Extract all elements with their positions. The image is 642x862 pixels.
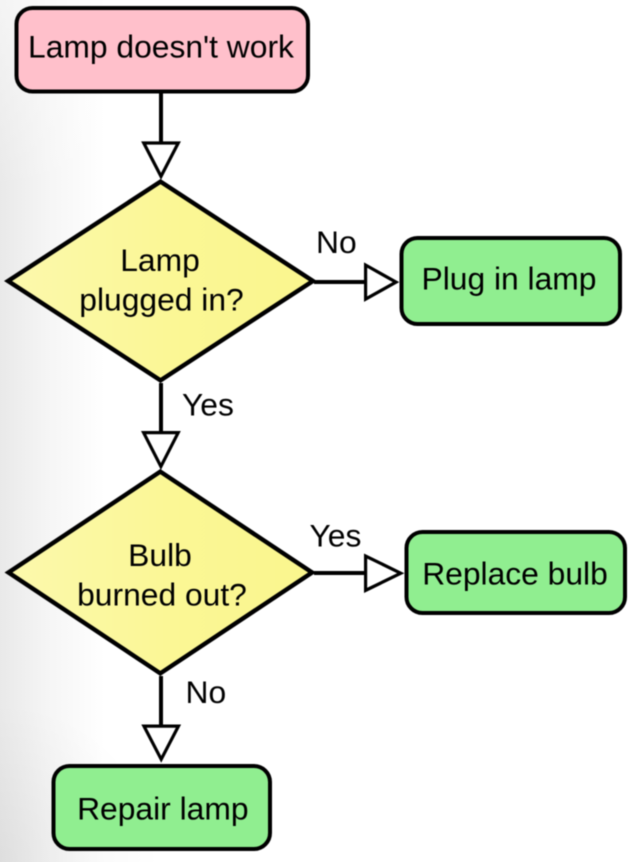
svg-text:Plug in lamp: Plug in lamp <box>422 261 597 297</box>
svg-text:Repair lamp: Repair lamp <box>77 790 248 826</box>
svg-text:burned out?: burned out? <box>77 576 247 612</box>
svg-text:Lamp: Lamp <box>120 242 200 278</box>
svg-text:Yes: Yes <box>310 518 362 554</box>
svg-text:Bulb: Bulb <box>128 537 192 573</box>
svg-text:No: No <box>186 674 227 710</box>
svg-text:Yes: Yes <box>182 387 234 423</box>
svg-text:plugged in?: plugged in? <box>79 281 243 317</box>
svg-text:No: No <box>316 224 357 260</box>
svg-text:Replace bulb: Replace bulb <box>422 556 608 592</box>
svg-text:Lamp doesn't work: Lamp doesn't work <box>28 29 294 65</box>
